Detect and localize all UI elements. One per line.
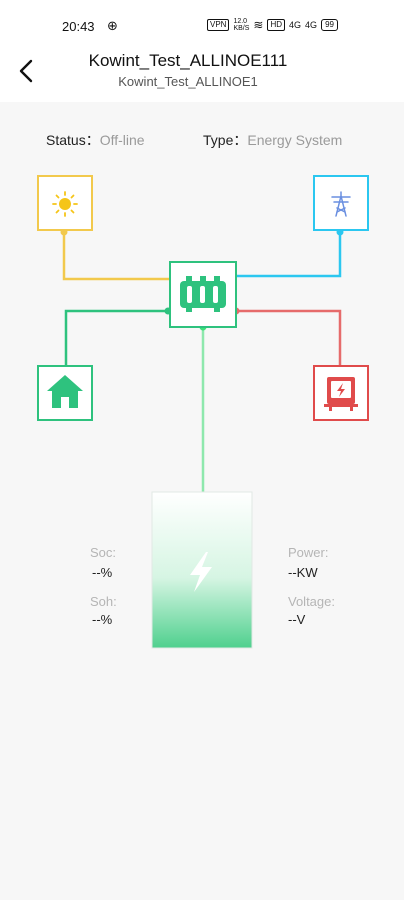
soc-value: --% (92, 565, 113, 580)
grid-node[interactable] (313, 175, 369, 231)
flow-lines (62, 230, 342, 492)
home-node[interactable] (37, 365, 93, 421)
soh-value: --% (92, 612, 113, 627)
page-header: Kowint_Test_ALLINOE111 Kowint_Test_ALLIN… (0, 50, 404, 102)
type-value: Energy System (247, 132, 343, 148)
page-subtitle: Kowint_Test_ALLINOE1 (118, 74, 258, 89)
home-icon (47, 375, 83, 408)
power-value: --KW (288, 565, 318, 580)
page-title: Kowint_Test_ALLINOE111 (88, 51, 288, 70)
soh-label: Soh: (90, 594, 117, 609)
sun-icon (52, 191, 78, 217)
voltage-value: --V (288, 612, 306, 627)
status-label: Status： (46, 132, 100, 148)
power-tower-icon (331, 191, 351, 217)
status-time: 20:43 (62, 19, 95, 34)
solar-line (62, 230, 170, 281)
hd-icon: HD (267, 19, 286, 31)
type-label: Type： (203, 132, 248, 148)
status-info: Status：Off-line (46, 130, 145, 150)
voltage-label: Voltage: (288, 594, 335, 609)
generator-node[interactable] (313, 365, 369, 421)
home-line (64, 309, 168, 366)
inverter-icon (180, 276, 226, 312)
type-info: Type：Energy System (203, 130, 342, 150)
battery-block[interactable] (151, 491, 253, 649)
globe-icon: ⊕ (107, 18, 118, 33)
vpn-badge: VPN (207, 19, 230, 31)
wifi-icon: ≋ (253, 18, 264, 32)
solar-node[interactable] (37, 175, 93, 231)
soc-label: Soc: (90, 545, 117, 560)
signal-icon-2: 4G (305, 20, 318, 30)
generator-line (236, 309, 342, 366)
back-arrow-icon[interactable] (14, 56, 40, 86)
grid-line (236, 230, 342, 278)
signal-icon: 4G (289, 20, 302, 30)
inverter-node[interactable] (169, 261, 237, 328)
status-value: Off-line (99, 132, 145, 148)
lightning-icon (190, 552, 212, 592)
generator-icon (324, 377, 358, 411)
power-label: Power: (288, 545, 329, 560)
battery-icon: 99 (321, 19, 338, 31)
